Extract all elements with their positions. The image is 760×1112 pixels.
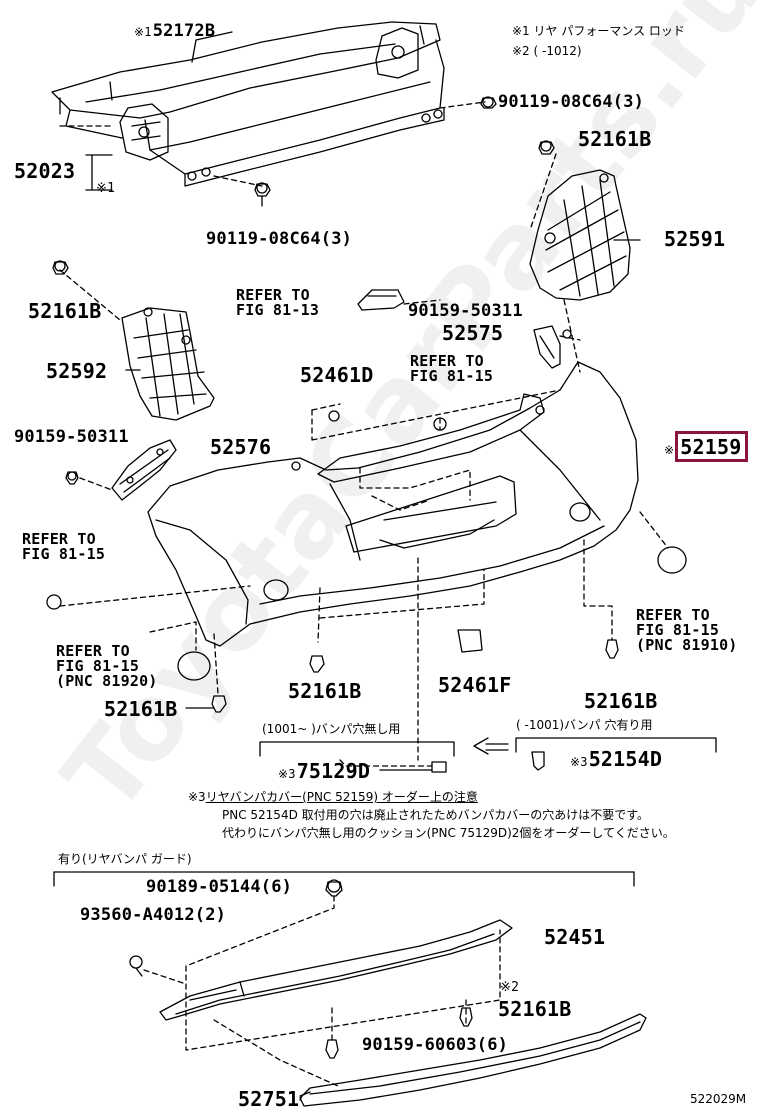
leader-52023: [85, 154, 113, 191]
bumper-cover-52159-drawing: [46, 361, 687, 713]
mark-2: ※2: [500, 980, 520, 995]
performance-rod-drawing: [51, 21, 497, 207]
hollow-arrow: [473, 737, 509, 755]
dashed-leaders-top: [59, 101, 486, 187]
part-52154D: ※352154D: [570, 747, 663, 771]
clip-fig-81-13-drawing: [357, 289, 405, 311]
note-no-hole: (1001~ )バンパ穴無し用: [262, 722, 401, 736]
part-90119-bottom: 90119-08C64(3): [206, 229, 353, 249]
part-52451: 52451: [544, 925, 606, 949]
attention-line-1: PNC 52154D 取付用の穴は廃止されたためバンパカバーの穴あけは不要です。: [222, 808, 650, 822]
part-90159-left: 90159-50311: [14, 427, 129, 447]
clip-52154D-drawing: [531, 751, 545, 771]
bumper-guard-drawing: [129, 879, 647, 1107]
mark-1: ※1: [96, 181, 116, 196]
leader-52751: [299, 1091, 311, 1097]
part-52023: 52023: [14, 159, 76, 183]
with-hole-bracket: [515, 737, 717, 753]
part-90119-top: 90119-08C64(3): [498, 92, 645, 112]
part-52161B-bottom-2: 52161B: [584, 689, 658, 713]
guard-title: 有り(リヤバンパ ガード): [58, 852, 192, 866]
part-52161B-left: 52161B: [28, 299, 102, 323]
attention-line-2: 代わりにバンパ穴無し用のクッション(PNC 75129D)2個をオーダーしてくだ…: [222, 826, 675, 840]
part-52161B-bottom-3: 52161B: [104, 697, 178, 721]
part-90159-60603: 90159-60603(6): [362, 1035, 509, 1055]
header-note-2: ※2 ( -1012): [512, 44, 582, 58]
part-90159-mid: 90159-50311: [408, 301, 523, 321]
part-52576: 52576: [210, 435, 272, 459]
part-52161B-bottom-1: 52161B: [288, 679, 362, 703]
part-52161B-guard: 52161B: [498, 997, 572, 1021]
part-52575: 52575: [442, 321, 504, 345]
part-93560: 93560-A4012(2): [80, 905, 227, 925]
header-note-1: ※1 リヤ パフォーマンス ロッド: [512, 24, 685, 38]
seal-52592-drawing: [52, 260, 215, 421]
attention-title: ※3リヤバンパカバー(PNC 52159) オーダー上の注意: [188, 790, 478, 804]
part-52461D: 52461D: [300, 363, 374, 387]
highlight-box: 52159: [675, 431, 749, 462]
part-52161B-top-right: 52161B: [578, 127, 652, 151]
part-52592: 52592: [46, 359, 108, 383]
part-52159-highlighted: ※52159: [664, 431, 749, 462]
dashed-leaders-guard: [143, 895, 501, 1101]
part-75129D: ※375129D: [278, 759, 371, 783]
note-with-hole: ( -1001)バンパ 穴有り用: [516, 718, 653, 732]
seal-52591-drawing: [529, 140, 631, 301]
bracket-52575-drawing: [533, 325, 572, 369]
part-90189: 90189-05144(6): [146, 877, 293, 897]
part-52591: 52591: [664, 227, 726, 251]
solid-leaders: [125, 31, 641, 771]
part-52461F: 52461F: [438, 673, 512, 697]
bracket-52576-drawing: [65, 439, 177, 501]
guard-bracket: [53, 871, 635, 887]
figure-code: 522029M: [690, 1092, 747, 1106]
dashed-leaders-bumper: [59, 153, 669, 767]
cushion-75129D-drawing: [431, 761, 447, 773]
part-52172B: ※152172B: [134, 21, 216, 41]
part-52751: 52751: [238, 1087, 300, 1111]
no-hole-bracket: [259, 741, 455, 757]
